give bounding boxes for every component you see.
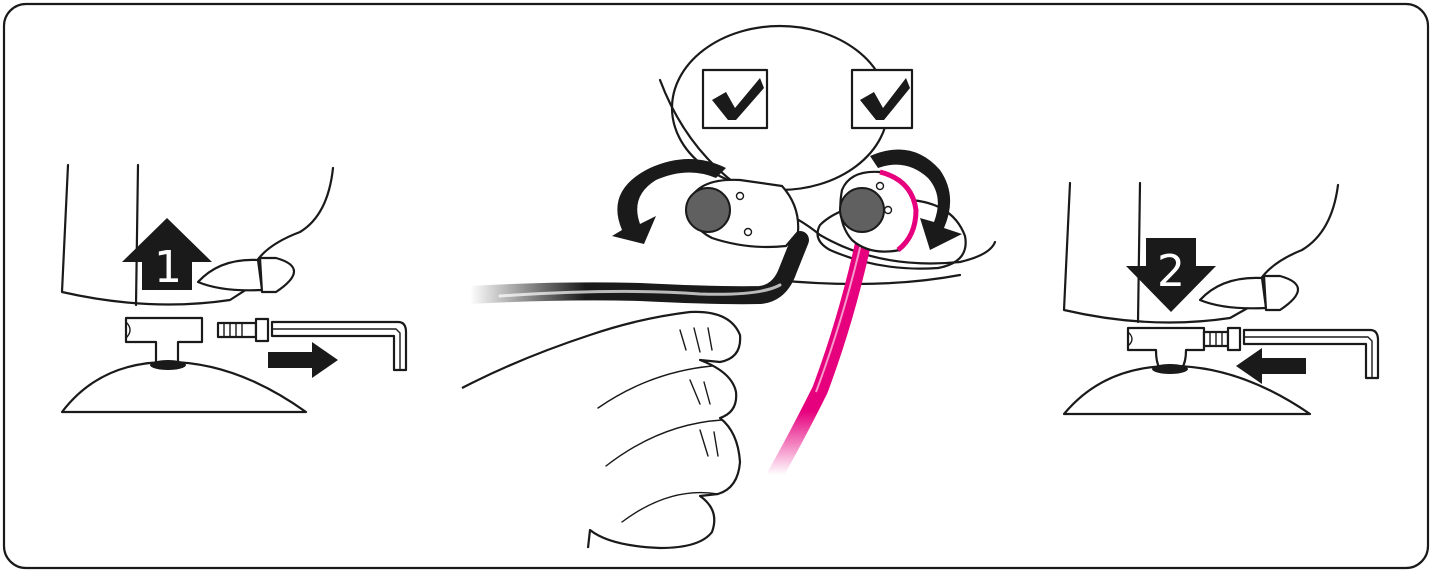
housing-edge [136,165,138,305]
screw-head [256,319,268,341]
base-connector [126,318,202,366]
hand-outline [1260,185,1338,280]
speaker-base [62,362,306,412]
earbud-left-tip [686,188,730,232]
check-box-right [852,70,912,128]
finger [198,260,262,290]
step-2-label: 2 [1157,246,1185,297]
check-box-left [703,70,767,128]
panel-earbuds [462,26,995,548]
step-1-label: 1 [154,242,182,293]
base-pad [1152,364,1188,374]
earbud-right-tip [840,188,884,232]
fingertip [1264,276,1298,310]
panel-attach-base: 2 [1064,183,1378,414]
hand-outline [256,168,333,262]
housing-edge [1138,183,1140,322]
ear-lower [775,275,960,284]
finger [1200,278,1266,308]
arrow-left-icon [1236,348,1306,384]
screw-head [1228,328,1240,350]
cable-black [470,240,800,295]
arrow-right-icon [268,342,338,378]
panel-remove-base: 1 [62,165,406,412]
fingertip [260,258,294,292]
base-pad [150,360,186,370]
